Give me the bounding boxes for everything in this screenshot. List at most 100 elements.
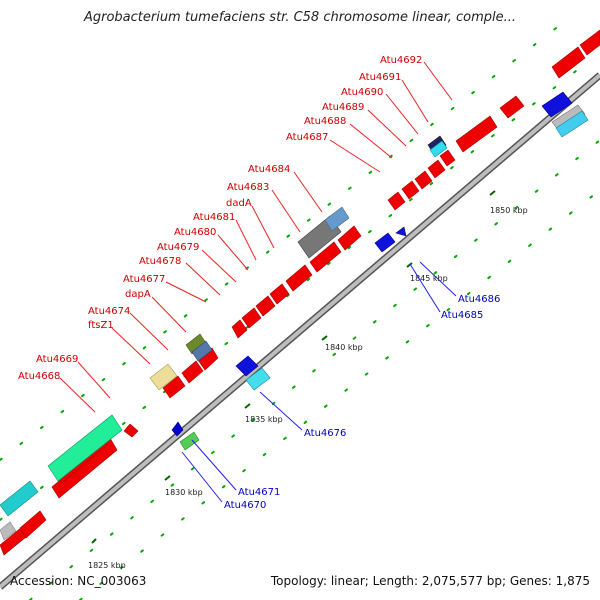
gene-label[interactable]: Atu4680: [174, 227, 216, 238]
gene-block-cyan[interactable]: [0, 480, 39, 517]
leader-line: [181, 451, 223, 503]
gene-label[interactable]: Atu4683: [227, 182, 269, 193]
gene-block-yellow[interactable]: [149, 363, 178, 391]
gene-arrow[interactable]: [395, 226, 407, 237]
accession-text: Accession: NC_003063: [10, 574, 147, 588]
leader-line: [329, 139, 381, 173]
leader-line: [401, 79, 429, 123]
gene-arrow[interactable]: [245, 367, 271, 391]
scale-tick: [91, 538, 97, 544]
leader-line: [59, 377, 96, 413]
gene-arrow[interactable]: [337, 225, 362, 251]
gene-label[interactable]: Atu4678: [139, 256, 181, 267]
scale-tick: [489, 190, 496, 196]
scale-tick: [321, 335, 328, 341]
leader-line: [191, 439, 237, 491]
gene-label[interactable]: Atu4668: [18, 371, 60, 382]
leader-line: [349, 123, 393, 159]
gene-arrow[interactable]: [309, 241, 342, 273]
gene-arrow[interactable]: [439, 149, 456, 167]
map-title: Agrobacterium tumefaciens str. C58 chrom…: [83, 10, 517, 25]
leader-line: [165, 281, 207, 303]
gene-arrow[interactable]: [401, 180, 420, 200]
gene-arrow[interactable]: [427, 159, 446, 179]
leader-line: [129, 312, 169, 351]
gene-arrow[interactable]: [555, 110, 589, 138]
gene-arrow[interactable]: [499, 95, 525, 119]
gene-arrow[interactable]: [255, 295, 276, 317]
summary-text: Topology: linear; Length: 2,075,577 bp; …: [270, 574, 590, 588]
scale-label: 1830 kbp: [165, 488, 203, 497]
gene-label[interactable]: Atu4691: [359, 72, 401, 83]
backbone: [0, 72, 600, 590]
scale-ticks: [91, 190, 496, 544]
gene-arrow[interactable]: [374, 232, 396, 253]
scale-tick: [164, 475, 171, 481]
gene-arrow[interactable]: [123, 423, 139, 438]
gene-arrow[interactable]: [387, 191, 406, 211]
gene-arrow[interactable]: [414, 170, 433, 190]
gene-label[interactable]: Atu4674: [88, 306, 130, 317]
gene-label[interactable]: dadA: [226, 198, 252, 209]
guide-line: [29, 139, 600, 600]
leader-line: [217, 234, 249, 271]
gene-label[interactable]: Atu4686: [458, 294, 500, 305]
gene-label[interactable]: dapA: [125, 289, 151, 300]
leader-line: [77, 361, 111, 399]
gene-label[interactable]: Atu4676: [304, 428, 346, 439]
guide-lines: [0, 24, 600, 600]
gene-arrow[interactable]: [162, 375, 186, 399]
forward-leaders: [59, 61, 453, 413]
leader-line: [409, 263, 441, 313]
gene-arrow[interactable]: [231, 319, 248, 339]
gene-label[interactable]: Atu4681: [193, 212, 235, 223]
gene-block-cyan[interactable]: [429, 140, 448, 158]
gene-arrow[interactable]: [285, 264, 313, 292]
reverse-genes: [171, 91, 589, 451]
gene-arrow[interactable]: [19, 510, 47, 539]
gene-label[interactable]: Atu4687: [286, 132, 328, 143]
forward-genes: [0, 29, 600, 556]
gene-block-lightsteel[interactable]: [324, 206, 350, 232]
gene-arrow[interactable]: [541, 91, 573, 118]
gene-label[interactable]: ftsZ1: [88, 320, 114, 331]
gene-arrow[interactable]: [171, 421, 184, 437]
leader-line: [151, 296, 187, 333]
gene-label[interactable]: Atu4679: [157, 242, 199, 253]
gene-arrow[interactable]: [579, 29, 600, 56]
forward-labels: Atu4668 Atu4669 ftsZ1 Atu4674 dapA Atu46…: [18, 55, 422, 382]
scale-tick: [406, 262, 413, 268]
scale-label: 1825 kbp: [88, 561, 126, 570]
scale-label: 1845 kbp: [410, 274, 448, 283]
guide-line: [0, 24, 561, 461]
leader-line: [271, 189, 301, 233]
gene-label[interactable]: Atu4670: [224, 500, 266, 511]
gene-arrow[interactable]: [551, 46, 586, 79]
reverse-leaders: [181, 261, 457, 503]
leader-line: [201, 249, 237, 283]
gene-label[interactable]: Atu4677: [123, 274, 165, 285]
gene-arrow[interactable]: [181, 360, 204, 384]
gene-arrow[interactable]: [455, 115, 498, 153]
gene-block-teal[interactable]: [47, 414, 123, 482]
gene-label[interactable]: Atu4692: [380, 55, 422, 66]
reverse-labels: Atu4670 Atu4671 Atu4676 Atu4685 Atu4686: [224, 294, 500, 511]
guide-line: [0, 59, 591, 521]
scale-label: 1840 kbp: [325, 343, 363, 352]
gene-arrow[interactable]: [235, 355, 259, 377]
gene-label[interactable]: Atu4671: [238, 487, 280, 498]
leader-line: [385, 93, 419, 135]
gene-arrow[interactable]: [179, 431, 200, 451]
gene-block-gray[interactable]: [0, 521, 17, 541]
gene-label[interactable]: Atu4684: [248, 164, 290, 175]
leader-line: [235, 219, 257, 261]
leader-line: [367, 109, 407, 147]
gene-label[interactable]: Atu4688: [304, 116, 346, 127]
gene-arrow[interactable]: [241, 307, 262, 329]
gene-arrow[interactable]: [269, 283, 290, 305]
gene-label[interactable]: Atu4690: [341, 87, 383, 98]
gene-label[interactable]: Atu4669: [36, 354, 78, 365]
gene-block-steel[interactable]: [191, 340, 213, 362]
gene-label[interactable]: Atu4689: [322, 102, 364, 113]
gene-label[interactable]: Atu4685: [441, 310, 483, 321]
